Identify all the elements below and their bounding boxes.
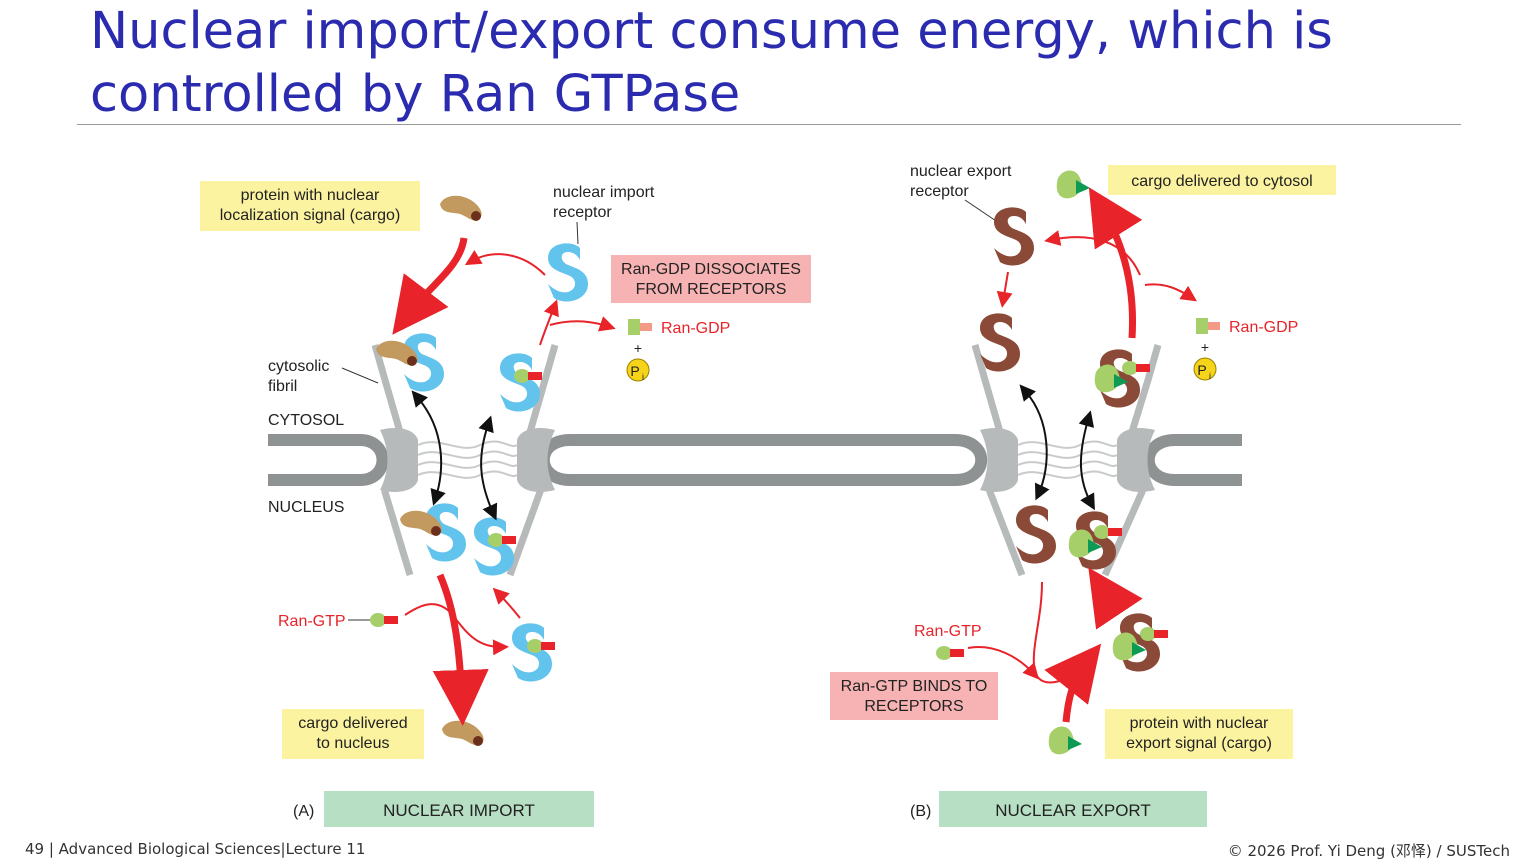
import-receptor-label-2: receptor [553,204,612,221]
panel-b-letter: (B) [910,803,931,820]
export-cargo-delivered [1056,170,1090,199]
slide-title: Nuclear import/export consume energy, wh… [90,0,1470,126]
import-panel: protein with nuclear localization signal… [200,181,811,827]
panel-a-letter: (A) [293,803,314,820]
cargo-to-nucleus-box [282,709,424,759]
export-cargo-new [1048,726,1082,755]
export-cargo-text-2: export signal (cargo) [1126,735,1272,752]
panel-a-label: NUCLEAR IMPORT [383,801,535,820]
ran-gdp-label-right: Ran-GDP [1229,319,1298,336]
panel-b-label: NUCLEAR EXPORT [995,801,1151,820]
ran-gdp-dissociates-text-1: Ran-GDP DISSOCIATES [621,261,801,278]
export-receptor-cytosol-empty [980,313,1020,372]
cargo-to-nucleus-text-2: to nucleus [317,735,390,752]
export-cargo-text-1: protein with nuclear [1130,715,1269,732]
footer-lecture-info: 49 | Advanced Biological Sciences|Lectur… [25,840,366,858]
phosphate-icon-left [626,358,650,382]
nucleus-label: NUCLEUS [268,499,344,516]
footer-copyright: © 2026 Prof. Yi Deng (邓怿) / SUSTech [1227,842,1510,860]
ran-gtp-icon-right [936,646,964,660]
plus-left: + [634,340,642,356]
ran-gtp-label-right: Ran-GTP [914,623,982,640]
ran-gtp-binds-text-2: RECEPTORS [864,698,963,715]
title-divider [77,124,1461,125]
export-receptor-label-2: receptor [910,183,969,200]
phosphate-icon-right [1193,357,1217,381]
title-line-1: Nuclear import/export consume energy, wh… [90,2,1333,61]
pi-right: P [1197,362,1206,378]
ran-gtp-binds-text-1: Ran-GTP BINDS TO [841,678,988,695]
export-cargo-box [1105,709,1293,759]
export-receptor-free [994,207,1034,266]
pi-sub-left: i [642,372,644,382]
ran-gtp-label-left: Ran-GTP [278,613,346,630]
import-cargo-text-1: protein with nuclear [241,187,380,204]
plus-right: + [1201,339,1209,355]
ran-gtp-bound-export-cytosol [1122,361,1150,375]
cargo-to-cytosol-text: cargo delivered to cytosol [1131,173,1312,190]
title-line-2: controlled by Ran GTPase [90,65,741,124]
cargo-to-cytosol-box [1108,165,1336,195]
ran-gdp-dissociates-box [611,255,811,303]
cytosolic-fibril-label-2: fibril [268,378,297,395]
import-cargo-protein [440,195,482,221]
cargo-to-nucleus-text-1: cargo delivered [298,715,407,732]
import-receptor-label-1: nuclear import [553,184,655,201]
panel-b-label-box [939,791,1207,827]
ran-gtp-bound-export-lower [1140,627,1168,641]
import-receptor-free [548,243,588,302]
ran-gdp-icon-left [628,319,652,335]
export-panel: nuclear export receptor cargo delivered … [830,163,1336,827]
cytosolic-fibril-label-1: cytosolic [268,358,329,375]
export-receptor-nucleus-empty [1016,505,1056,564]
panel-a-label-box [324,791,594,827]
pi-sub-right: i [1209,371,1211,381]
ran-gdp-icon-right [1196,318,1220,334]
ran-gdp-dissociates-text-2: FROM RECEPTORS [636,281,787,298]
pi-left: P [630,363,639,379]
ran-gtp-binds-box [830,672,998,720]
import-cargo-box [200,181,420,231]
ran-gtp-icon-left [370,613,398,627]
export-receptor-label-1: nuclear export [910,163,1012,180]
nuclear-pore-complexes [371,344,1162,577]
cytosol-label: CYTOSOL [268,412,344,429]
cargo-in-nucleus [442,720,484,746]
import-cargo-text-2: localization signal (cargo) [220,207,401,224]
ran-gdp-label-left: Ran-GDP [661,320,730,337]
